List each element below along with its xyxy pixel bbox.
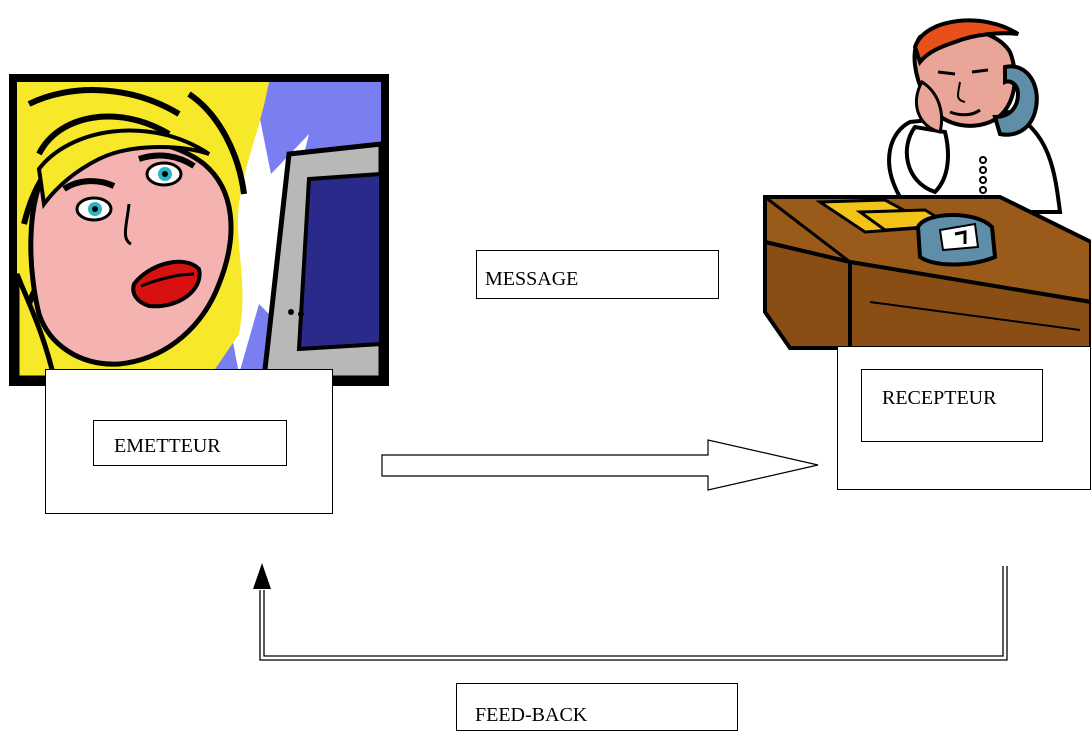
man-on-phone-image bbox=[763, 18, 1091, 350]
feedback-label-text: FEED-BACK bbox=[475, 704, 588, 726]
feedback-arrowhead bbox=[253, 563, 271, 589]
receiver-illustration bbox=[760, 12, 1091, 350]
message-arrow bbox=[381, 439, 819, 491]
message-label: MESSAGE bbox=[476, 250, 719, 299]
sender-label-text: EMETTEUR bbox=[114, 435, 221, 457]
receiver-label-text: RECEPTEUR bbox=[882, 387, 997, 409]
feedback-label: FEED-BACK bbox=[456, 683, 738, 731]
feedback-arrow bbox=[259, 566, 1008, 661]
message-label-text: MESSAGE bbox=[485, 268, 579, 290]
receiver-label: RECEPTEUR bbox=[861, 369, 1043, 442]
sender-label: EMETTEUR bbox=[93, 420, 287, 466]
woman-at-computer-image bbox=[9, 74, 389, 386]
sender-illustration bbox=[9, 74, 389, 386]
